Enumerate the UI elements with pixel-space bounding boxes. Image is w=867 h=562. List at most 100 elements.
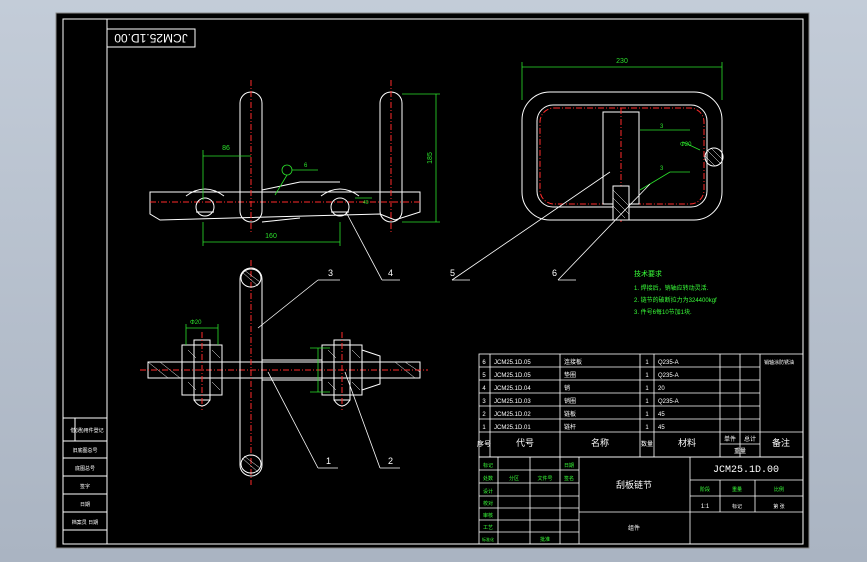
bom-row-3-qty: 1 (645, 399, 649, 405)
bom-header-weight: 重量 (734, 447, 746, 455)
title-scale: 1:1 (701, 504, 710, 510)
title-left-label-5: 标准化 (482, 536, 494, 542)
title-block-grid (478, 456, 804, 545)
bom-row-0-no: 6 (482, 360, 486, 366)
title-block-text: 处数 分区 文件号 签名 日期 标记 设计 校对 审核 工艺 标准化 批准 刮板… (482, 462, 785, 543)
top-view (140, 260, 428, 485)
balloon-3: 3 (328, 268, 333, 278)
side-view-dimensions (521, 62, 723, 191)
front-view (149, 80, 421, 232)
bom-header-remark: 备注 (772, 437, 790, 448)
bom-row-4-code: JCM25.1D.02 (494, 412, 531, 418)
title-stage-label: 阶段 (700, 486, 710, 493)
title-weight-label: 重量 (732, 486, 742, 493)
title-left-label-4: 工艺 (483, 525, 493, 531)
bom-row-4-material: 45 (658, 412, 665, 418)
dim-weld-3-bottom: 3 (660, 166, 664, 172)
bom-row-0-code: JCM25.1D.05 (494, 360, 531, 366)
bom-row-3-no: 3 (482, 399, 486, 405)
dim-phi20-left: Φ20 (190, 320, 202, 326)
title-grid-label-2: 文件号 (537, 475, 552, 482)
title-grid-label-4: 日期 (564, 463, 574, 469)
drawing-number-stamp: JCM25.1D.00 (106, 28, 196, 48)
bom-row-5-no: 1 (482, 425, 486, 431)
title-assembly-label: 组件 (628, 524, 640, 532)
title-left-label-0: 标记 (483, 462, 493, 469)
bom-row-0-material: Q235-A (658, 360, 679, 366)
bom-row-1-material: Q235-A (658, 373, 679, 379)
bom-row-5-material: 45 (658, 425, 665, 431)
bom-header-unit: 单件 (724, 435, 736, 443)
bom-row-3-code: JCM25.1D.03 (494, 399, 531, 405)
tech-req-item-2: 3. 件号6每10节加1块. (634, 308, 692, 316)
bom-row-2-material: 20 (658, 386, 665, 392)
balloon-2: 2 (388, 456, 393, 466)
bom-row-4-no: 2 (482, 412, 486, 418)
bom-row-2-qty: 1 (645, 386, 649, 392)
left-strip-label-0: 借(通)用件登记 (70, 427, 103, 434)
title-left-label-2: 校对 (483, 500, 493, 507)
balloon-6: 6 (552, 268, 557, 278)
dim-160: 160 (265, 233, 277, 240)
dim-86: 86 (222, 145, 230, 152)
dim-185: 185 (427, 152, 434, 164)
title-grid-label-3: 签名 (564, 475, 574, 482)
bom-row-4-qty: 1 (645, 412, 649, 418)
bom-row-3-material: Q235-A (658, 399, 679, 405)
balloon-leaders (257, 171, 651, 469)
balloon-1: 1 (326, 456, 331, 466)
bom-row-5-name: 链杆 (564, 423, 576, 431)
bom-row-1-code: JCM25.1D.05 (494, 373, 531, 379)
bom-row-4-name: 链板 (564, 410, 576, 418)
title-drawing-code: JCM25.1D.00 (713, 465, 779, 476)
bom-row-1-no: 5 (482, 373, 486, 379)
outer-frame (62, 18, 804, 545)
drawing-sheet (55, 12, 810, 549)
bom-row-5-code: JCM25.1D.01 (494, 425, 531, 431)
title-grid-label-1: 分区 (509, 475, 519, 482)
left-strip-label-4: 日期 (80, 502, 90, 508)
dim-phi20: Φ20 (680, 142, 692, 148)
bom-header-code: 代号 (516, 438, 534, 448)
bom-header-total: 总计 (744, 435, 756, 443)
tech-req-title: 技术要求 (634, 269, 662, 278)
bom-row-2-no: 4 (482, 386, 486, 392)
bom-row-5-qty: 1 (645, 425, 649, 431)
dim-40: 40 (363, 200, 369, 206)
title-left-label-6: 批准 (540, 536, 550, 543)
left-strip-label-1: 旧底图总号 (72, 447, 97, 454)
bom-row-2-name: 销 (564, 384, 570, 392)
front-view-dimensions (202, 93, 440, 246)
stamp-text: JCM25.1D.00 (114, 31, 188, 45)
bom-side-note: 销轴涂防锈油 (764, 359, 794, 366)
title-mark-label: 标记 (732, 503, 742, 510)
bom-row-3-name: 销圈 (564, 397, 576, 405)
title-grid-label-0: 处数 (483, 475, 493, 482)
title-ratio-label: 比例 (774, 486, 784, 493)
bom-row-1-name: 垫圈 (564, 371, 576, 379)
left-strip: 借(通)用件登记 旧底图总号 底图总号 签字 日期 档案员 日期 (63, 417, 107, 531)
left-strip-label-5: 档案员 日期 (72, 519, 98, 526)
title-sheet-label: 第 张 (773, 503, 784, 510)
balloon-4: 4 (388, 268, 393, 278)
left-strip-label-2: 底图总号 (75, 465, 95, 472)
side-view-ring (521, 91, 724, 222)
bom-header-name: 名称 (591, 437, 609, 448)
tech-req-item-1: 2. 链节的破断拉力为324400kgf (634, 296, 717, 304)
bom-row-2-code: JCM25.1D.04 (494, 386, 531, 392)
bom-header-no: 序号 (477, 439, 491, 448)
dim-230: 230 (616, 58, 628, 65)
tech-req-item-0: 1. 焊接后，销轴应转动灵活. (634, 284, 709, 292)
dim-weld-6: 6 (304, 163, 308, 169)
technical-requirements: 技术要求 1. 焊接后，销轴应转动灵活. 2. 链节的破断拉力为324400kg… (634, 269, 717, 316)
bom-row-0-qty: 1 (645, 360, 649, 366)
bom-header-qty: 数量 (641, 440, 653, 448)
bom-row-0-name: 连接板 (564, 358, 582, 366)
top-view-dimensions (185, 324, 330, 393)
title-left-label-3: 审核 (483, 512, 493, 519)
bom-header-material: 材料 (678, 437, 696, 448)
left-strip-label-3: 签字 (80, 483, 90, 490)
dim-weld-3-top: 3 (660, 124, 664, 130)
bom-row-1-qty: 1 (645, 373, 649, 379)
